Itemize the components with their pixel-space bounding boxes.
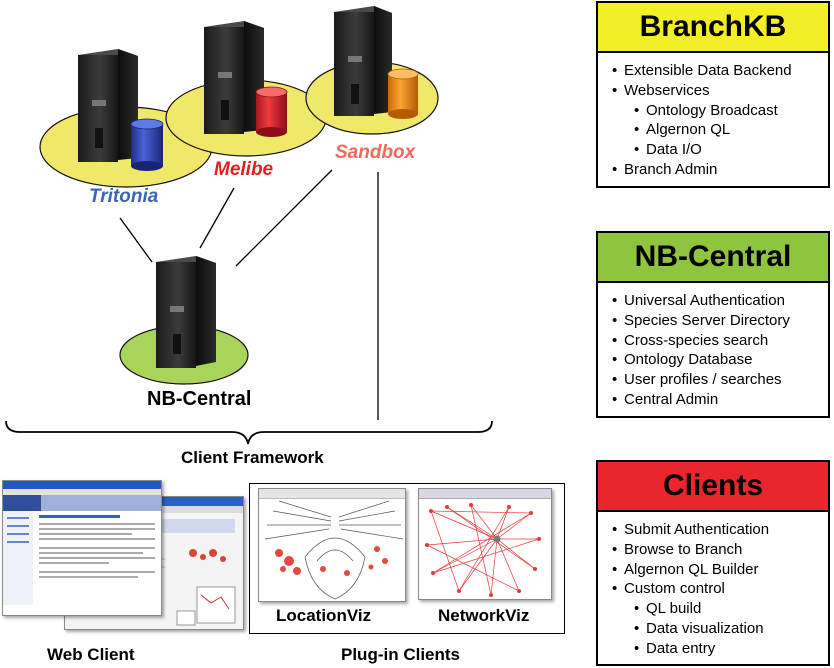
list-item: Data I/O: [612, 140, 828, 160]
list-item: Custom control: [612, 579, 828, 599]
list-item: Ontology Broadcast: [612, 101, 828, 121]
branchkb-title: BranchKB: [598, 3, 828, 53]
connector-tritonia: [119, 217, 153, 263]
list-item: Browse to Branch: [612, 540, 828, 560]
list-item: Universal Authentication: [612, 291, 828, 311]
list-item: Cross-species search: [612, 331, 828, 351]
central-label: NB-Central: [147, 388, 252, 410]
list-item: User profiles / searches: [612, 370, 828, 390]
clients-list: Submit AuthenticationBrowse to BranchAlg…: [598, 512, 828, 659]
network-viz-label: NetworkViz: [438, 606, 530, 625]
list-item: Algernon QL: [612, 120, 828, 140]
plugin-clients-label: Plug-in Clients: [341, 645, 460, 664]
list-item: Species Server Directory: [612, 311, 828, 331]
list-item: Extensible Data Backend: [612, 61, 828, 81]
server-tower-icon: [156, 256, 216, 368]
melibe-label: Melibe: [214, 159, 274, 180]
server-tower-icon: [78, 49, 138, 162]
anatomy-map-icon: [264, 500, 404, 600]
server-tower-icon: [334, 6, 392, 116]
nbcentral-list: Universal AuthenticationSpecies Server D…: [598, 283, 828, 410]
location-viz-label: LocationViz: [276, 606, 372, 625]
framework-label: Client Framework: [181, 448, 324, 467]
database-cylinder-icon: [130, 118, 164, 171]
nbcentral-title: NB-Central: [598, 233, 828, 283]
network-graph-icon: [425, 503, 541, 597]
list-item: Branch Admin: [612, 160, 828, 180]
list-item: Central Admin: [612, 390, 828, 410]
network-viz-screenshot: [418, 488, 552, 600]
nbcentral-panel: NB-Central Universal AuthenticationSpeci…: [596, 231, 830, 418]
branchkb-panel: BranchKB Extensible Data BackendWebservi…: [596, 1, 830, 188]
branchkb-list: Extensible Data BackendWebservicesOntolo…: [598, 53, 828, 180]
list-item: QL build: [612, 599, 828, 619]
sandbox-label: Sandbox: [335, 142, 416, 163]
web-client-screenshot-front: [2, 480, 162, 616]
clients-panel: Clients Submit AuthenticationBrowse to B…: [596, 460, 830, 666]
list-item: Algernon QL Builder: [612, 560, 828, 580]
database-cylinder-icon: [387, 68, 419, 119]
list-item: Ontology Database: [612, 350, 828, 370]
framework-brace: [5, 420, 493, 445]
location-viz-screenshot: [258, 488, 406, 602]
connector-melibe: [199, 187, 235, 249]
list-item: Data visualization: [612, 619, 828, 639]
clients-title: Clients: [598, 462, 828, 512]
list-item: Data entry: [612, 639, 828, 659]
list-item: Submit Authentication: [612, 520, 828, 540]
tritonia-label: Tritonia: [89, 186, 159, 207]
server-tower-icon: [204, 21, 264, 134]
web-client-label: Web Client: [47, 645, 135, 664]
database-cylinder-icon: [255, 86, 288, 137]
list-item: Webservices: [612, 81, 828, 101]
connector-sandbox: [235, 169, 333, 267]
